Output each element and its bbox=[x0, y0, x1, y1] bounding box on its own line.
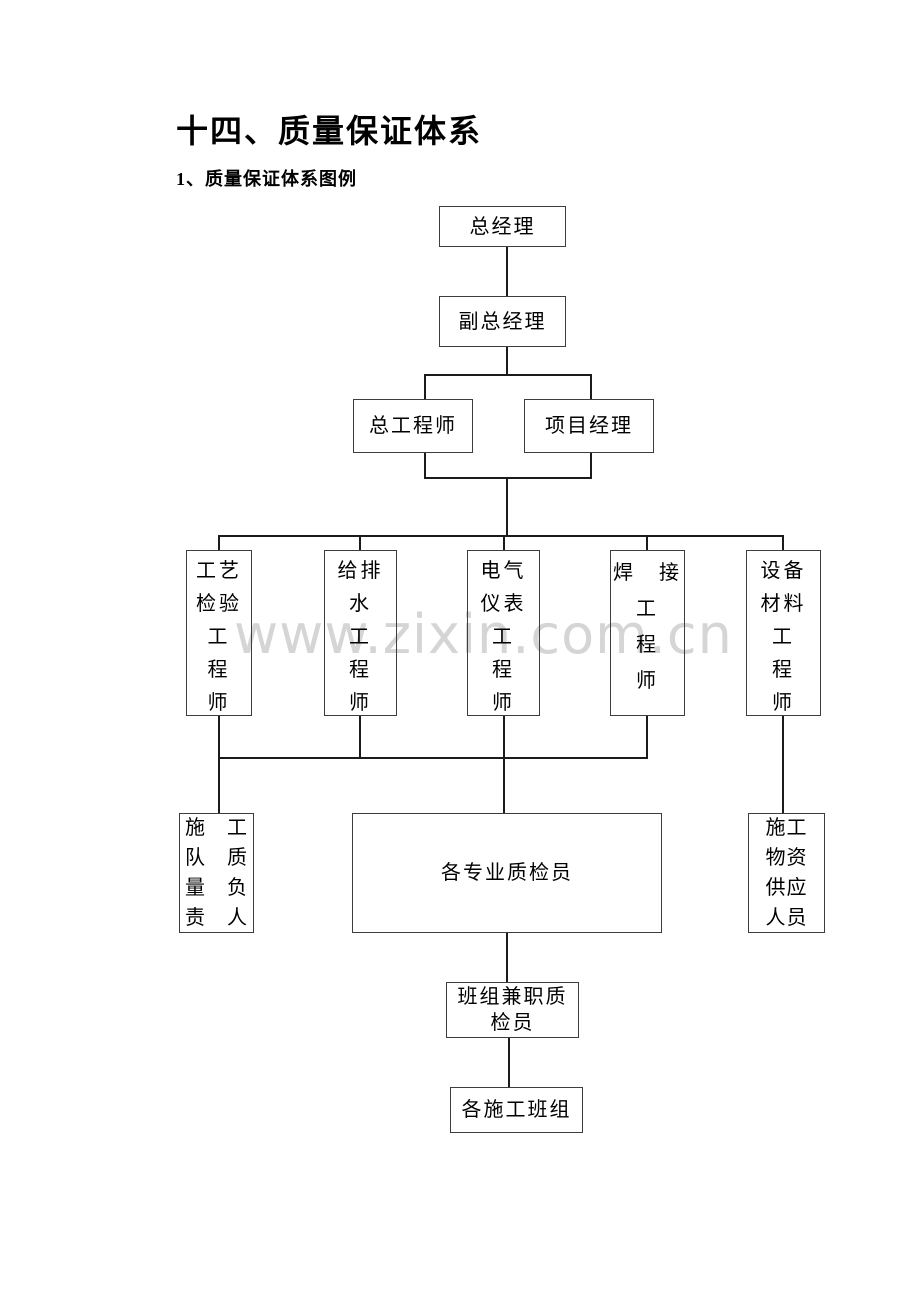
node-specialty-quality-inspectors: 各专业质检员 bbox=[352, 813, 662, 933]
node-label-line: 程 bbox=[207, 659, 231, 681]
node-label-line: 供应 bbox=[765, 877, 808, 899]
node-label-line: 师 bbox=[207, 692, 231, 714]
node-label-line: 责 人 bbox=[185, 907, 248, 929]
node-label-line: 检验 bbox=[196, 593, 242, 615]
node-construction-team-quality-leader: 施 工 队 质 量 负 责 人 bbox=[179, 813, 254, 933]
connector-line bbox=[506, 347, 508, 375]
connector-line bbox=[646, 535, 648, 551]
node-water-supply-drainage-engineer: 给排 水 工 程 师 bbox=[324, 550, 397, 716]
connector-line bbox=[359, 535, 361, 551]
node-electrical-instrument-engineer: 电气 仪表 工 程 师 bbox=[467, 550, 540, 716]
connector-line bbox=[218, 716, 220, 814]
node-label-line: 检员 bbox=[490, 1012, 535, 1034]
page-title: 十四、质量保证体系 bbox=[176, 113, 483, 149]
connector-line bbox=[503, 716, 505, 814]
node-label: 各施工班组 bbox=[461, 1099, 572, 1121]
connector-line bbox=[646, 716, 648, 759]
node-label-line: 工艺 bbox=[196, 560, 242, 582]
connector-line bbox=[506, 477, 508, 536]
node-project-manager: 项目经理 bbox=[524, 399, 654, 453]
node-label-line: 班组兼职质 bbox=[457, 986, 568, 1008]
node-label: 副总经理 bbox=[458, 310, 547, 333]
connector-line bbox=[424, 374, 426, 400]
node-label-line: 工 bbox=[636, 598, 659, 620]
node-team-parttime-quality-inspector: 班组兼职质 检员 bbox=[446, 982, 579, 1038]
node-label-line: 仪表 bbox=[480, 593, 527, 615]
node-label: 总工程师 bbox=[369, 415, 457, 437]
node-label-line: 工 bbox=[772, 626, 795, 648]
node-label: 各专业质检员 bbox=[441, 862, 573, 884]
node-label-line: 给排 bbox=[337, 560, 384, 582]
node-label-line: 师 bbox=[772, 692, 795, 714]
section-heading: 1、质量保证体系图例 bbox=[176, 169, 357, 189]
node-label-line: 量 负 bbox=[185, 877, 248, 899]
node-label-line: 工 bbox=[207, 626, 231, 648]
connector-line bbox=[506, 247, 508, 296]
node-label-line: 师 bbox=[636, 670, 659, 692]
node-label-line: 水 bbox=[349, 593, 372, 615]
node-label-line: 工 bbox=[349, 626, 372, 648]
connector-line bbox=[506, 933, 508, 983]
node-label: 总经理 bbox=[469, 215, 536, 238]
node-label-line: 程 bbox=[636, 634, 659, 656]
connector-line bbox=[590, 453, 592, 478]
connector-line bbox=[424, 374, 592, 376]
node-process-inspection-engineer: 工艺 检验 工 程 师 bbox=[186, 550, 252, 716]
node-construction-teams: 各施工班组 bbox=[450, 1087, 583, 1133]
node-label-line: 施工 bbox=[765, 817, 808, 839]
node-welding-engineer: 焊 接 工 程 师 bbox=[610, 550, 685, 716]
connector-line bbox=[218, 535, 784, 537]
node-label-line: 电气 bbox=[480, 560, 527, 582]
node-label-line: 程 bbox=[492, 659, 515, 681]
node-label-line: 材料 bbox=[760, 593, 807, 615]
connector-line bbox=[218, 757, 648, 759]
node-label-line: 施 工 bbox=[185, 817, 248, 839]
node-label-line: 程 bbox=[772, 659, 795, 681]
connector-line bbox=[590, 374, 592, 400]
node-label-line: 程 bbox=[349, 659, 372, 681]
node-general-manager: 总经理 bbox=[439, 206, 566, 247]
node-label: 项目经理 bbox=[545, 415, 633, 437]
node-equipment-material-engineer: 设备 材料 工 程 师 bbox=[746, 550, 821, 716]
node-chief-engineer: 总工程师 bbox=[353, 399, 473, 453]
connector-line bbox=[359, 716, 361, 759]
node-label-line: 物资 bbox=[765, 847, 808, 869]
node-label-line: 焊 接 bbox=[613, 562, 682, 584]
connector-line bbox=[424, 477, 592, 479]
connector-line bbox=[218, 535, 220, 551]
watermark-text: www.zixin.com.cn bbox=[234, 603, 733, 666]
node-label-line: 人员 bbox=[765, 907, 808, 929]
node-label-line: 设备 bbox=[760, 560, 807, 582]
node-construction-material-supply-staff: 施工 物资 供应 人员 bbox=[748, 813, 825, 933]
node-label-line: 师 bbox=[349, 692, 372, 714]
node-label-line: 师 bbox=[492, 692, 515, 714]
connector-line bbox=[508, 1038, 510, 1088]
connector-line bbox=[782, 716, 784, 814]
connector-line bbox=[503, 535, 505, 551]
connector-line bbox=[424, 453, 426, 478]
node-label-line: 队 质 bbox=[185, 847, 248, 869]
connector-line bbox=[782, 535, 784, 551]
node-label-line: 工 bbox=[492, 626, 515, 648]
node-deputy-general-manager: 副总经理 bbox=[439, 296, 566, 347]
